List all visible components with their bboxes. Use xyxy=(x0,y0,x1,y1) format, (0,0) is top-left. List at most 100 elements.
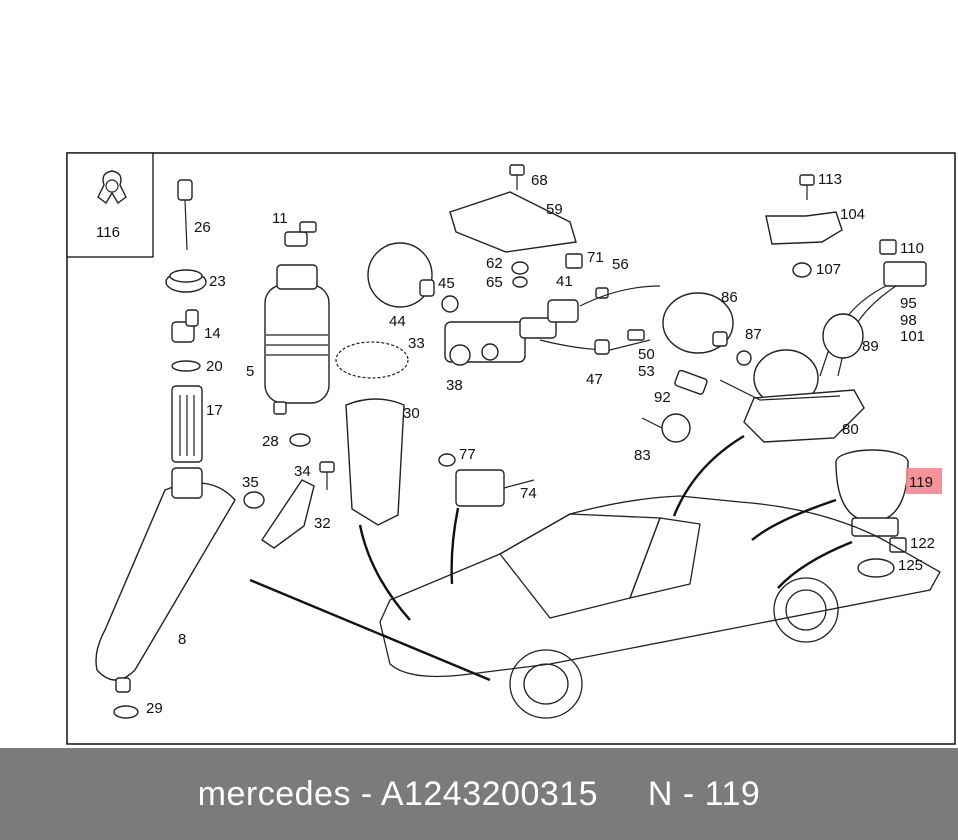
position-prefix: N - xyxy=(647,774,695,813)
callout-107: 107 xyxy=(816,261,841,278)
dipstick-icon xyxy=(177,179,193,251)
accumulator86-icon xyxy=(662,292,734,354)
wire-harness-icon xyxy=(539,285,661,355)
inset-label: 116 xyxy=(96,224,120,241)
callout-101: 101 xyxy=(900,328,925,345)
callout-8: 8 xyxy=(178,631,186,648)
callout-74: 74 xyxy=(520,485,537,502)
wiring89-icon xyxy=(819,285,897,377)
callout-87: 87 xyxy=(745,326,762,343)
callout-59: 59 xyxy=(546,201,563,218)
parts-diagram: 116 xyxy=(66,152,956,745)
bolt-top-icon xyxy=(509,164,525,190)
callout-14: 14 xyxy=(204,325,221,342)
o-ring87-icon xyxy=(736,350,752,366)
callout-28: 28 xyxy=(262,433,279,450)
callout-119: 119 xyxy=(909,474,933,491)
pump-bracket-icon xyxy=(345,398,405,526)
pump-assembly-icon xyxy=(719,349,865,443)
callout-33: 33 xyxy=(408,335,425,352)
chain-ring-icon xyxy=(335,341,409,379)
footer-separator: - xyxy=(360,774,373,813)
callout-77: 77 xyxy=(459,446,476,463)
callout-45: 45 xyxy=(438,275,455,292)
reservoir-icon xyxy=(95,467,236,693)
switch83-icon xyxy=(641,413,691,443)
callout-92: 92 xyxy=(654,389,671,406)
callout-38: 38 xyxy=(446,377,463,394)
cap-icon xyxy=(165,269,207,293)
callout-98: 98 xyxy=(900,312,917,329)
mount-plate-icon xyxy=(449,191,577,253)
solenoid-icon xyxy=(547,299,579,323)
callout-34: 34 xyxy=(294,463,311,480)
callout-30: 30 xyxy=(403,405,420,422)
nut71-icon xyxy=(565,253,583,269)
part-number: A1243200315 xyxy=(380,774,599,813)
position-number: 119 xyxy=(704,774,761,813)
callout-41: 41 xyxy=(556,273,573,290)
callout-29: 29 xyxy=(146,700,163,717)
filter-icon xyxy=(171,385,203,463)
callout-113: 113 xyxy=(818,171,842,188)
o-ring-icon xyxy=(441,295,459,313)
car-outline xyxy=(379,495,941,719)
callout-labels: 26 23 14 20 17 11 5 28 34 35 32 8 29 44 … xyxy=(146,171,935,717)
level-valve-icon xyxy=(455,469,535,507)
accumulator119-icon xyxy=(835,449,909,537)
callout-50: 50 xyxy=(638,346,655,363)
hose-clip-icon xyxy=(97,170,127,205)
callout-80: 80 xyxy=(842,421,859,438)
callout-23: 23 xyxy=(209,273,226,290)
callout-71: 71 xyxy=(587,249,604,266)
pointer-arrows xyxy=(249,434,853,682)
callout-5: 5 xyxy=(246,363,254,380)
spacer-icon xyxy=(511,261,529,288)
callout-17: 17 xyxy=(206,402,223,419)
bracket-icon xyxy=(261,479,315,549)
grommet107-icon xyxy=(792,262,812,278)
grommet-icon xyxy=(113,705,139,719)
connector-icon xyxy=(883,261,927,287)
callout-125: 125 xyxy=(898,557,923,574)
inset-box xyxy=(66,152,154,258)
callout-32: 32 xyxy=(314,515,331,532)
callout-56: 56 xyxy=(612,256,629,273)
gasket125-icon xyxy=(857,558,895,578)
seal-ring-icon xyxy=(171,360,201,372)
callout-35: 35 xyxy=(242,474,259,491)
valve-fitting-icon xyxy=(284,221,317,247)
callout-86: 86 xyxy=(721,289,738,306)
callout-62: 62 xyxy=(486,255,503,272)
callout-83: 83 xyxy=(634,447,651,464)
callout-95: 95 xyxy=(900,295,917,312)
pump-icon xyxy=(264,264,330,415)
washer-icon xyxy=(243,491,265,509)
callout-65: 65 xyxy=(486,274,503,291)
elbow-fitting-icon xyxy=(171,309,199,343)
valve77-icon xyxy=(438,453,456,467)
callout-26: 26 xyxy=(194,219,211,236)
callout-89: 89 xyxy=(862,338,879,355)
accumulator-icon xyxy=(367,242,435,308)
nut-icon xyxy=(289,433,311,447)
footer-text: mercedes - A1243200315 N - 119 xyxy=(198,775,761,814)
callout-53: 53 xyxy=(638,363,655,380)
part-number-footer: mercedes - A1243200315 N - 119 xyxy=(0,748,958,840)
brand-name: mercedes xyxy=(197,774,351,813)
highlight-box xyxy=(906,468,942,494)
callout-44: 44 xyxy=(389,313,406,330)
callout-104: 104 xyxy=(840,206,865,223)
callout-68: 68 xyxy=(531,172,548,189)
bolt113-icon xyxy=(799,174,815,200)
nut122-icon xyxy=(889,537,907,553)
valve-block-icon xyxy=(444,317,557,366)
bracket104-icon xyxy=(765,211,843,245)
callout-11: 11 xyxy=(272,210,288,227)
callout-20: 20 xyxy=(206,358,223,375)
sensor92-icon xyxy=(674,369,708,395)
bolt-icon xyxy=(319,461,335,490)
callout-110: 110 xyxy=(900,240,924,257)
callout-47: 47 xyxy=(586,371,603,388)
nut110-icon xyxy=(879,239,897,255)
